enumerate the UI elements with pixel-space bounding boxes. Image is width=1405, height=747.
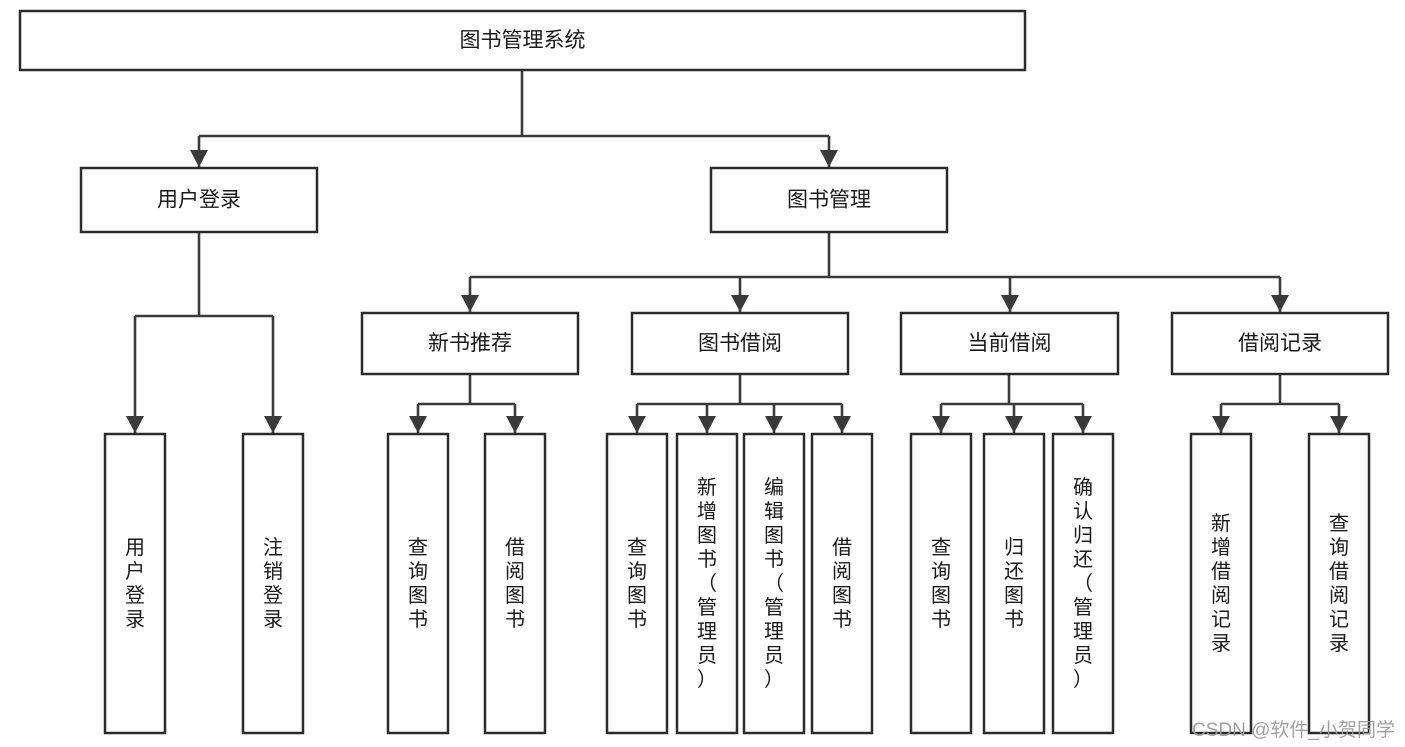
node-book-borrow[interactable]: 图书借阅 (630, 311, 850, 376)
node-leaf-query-book-3[interactable]: 查询图书 (909, 432, 973, 735)
node-label-leaf-add-record: 新增借阅记录 (1211, 512, 1231, 655)
arrow-head-icon-borrow-record (1271, 295, 1289, 312)
node-box-book-borrow[interactable] (630, 311, 850, 376)
node-box-leaf-add-book[interactable] (675, 432, 739, 735)
node-label-leaf-add-book: 新增图书（管理员） (697, 476, 717, 691)
node-label-current-borrow: 当前借阅 (968, 332, 1052, 355)
node-label-leaf-borrow-book-1: 借阅图书 (505, 536, 525, 631)
node-leaf-query-book-2[interactable]: 查询图书 (605, 432, 669, 735)
node-box-leaf-query-book-1[interactable] (386, 432, 450, 735)
node-label-borrow-record: 借阅记录 (1238, 332, 1322, 355)
node-leaf-user-login[interactable]: 用户登录 (103, 432, 167, 735)
node-box-leaf-query-book-3[interactable] (909, 432, 973, 735)
node-new-book-rec[interactable]: 新书推荐 (360, 311, 580, 376)
node-label-leaf-query-book-1: 查询图书 (408, 536, 428, 631)
node-leaf-confirm-return[interactable]: 确认归还（管理员） (1051, 432, 1115, 735)
arrow-head-icon-leaf-logout (264, 416, 282, 433)
arrow-head-icon-leaf-borrow-book-2 (833, 416, 851, 433)
node-label-leaf-edit-book: 编辑图书（管理员） (764, 476, 784, 691)
node-label-leaf-logout: 注销登录 (263, 536, 283, 631)
arrow-head-icon-new-book-rec (461, 295, 479, 312)
arrow-head-icon-leaf-add-book (698, 416, 716, 433)
node-box-leaf-borrow-book-2[interactable] (810, 432, 874, 735)
arrow-head-icon-current-borrow (1001, 295, 1019, 312)
arrow-head-icon-user-login (190, 150, 208, 167)
node-leaf-add-record[interactable]: 新增借阅记录 (1189, 432, 1253, 735)
node-label-leaf-query-record: 查询借阅记录 (1329, 512, 1349, 655)
watermark-text: CSDN @软件_小贺同学 (1192, 719, 1395, 741)
arrow-head-icon-leaf-query-book-2 (628, 416, 646, 433)
node-book-manage[interactable]: 图书管理 (709, 166, 949, 234)
arrow-head-icon-leaf-return-book (1005, 416, 1023, 433)
node-leaf-query-record[interactable]: 查询借阅记录 (1307, 432, 1371, 735)
arrow-head-icon-leaf-query-book-3 (932, 416, 950, 433)
node-leaf-query-book-1[interactable]: 查询图书 (386, 432, 450, 735)
arrow-head-icon-book-manage (820, 150, 838, 167)
node-box-new-book-rec[interactable] (360, 311, 580, 376)
arrow-head-icon-leaf-query-record (1330, 416, 1348, 433)
arrow-head-icon-leaf-query-book-1 (409, 416, 427, 433)
node-box-leaf-borrow-book-1[interactable] (483, 432, 547, 735)
node-label-new-book-rec: 新书推荐 (428, 332, 512, 355)
node-box-leaf-query-record[interactable] (1307, 432, 1371, 735)
node-borrow-record[interactable]: 借阅记录 (1170, 311, 1390, 376)
node-box-leaf-edit-book[interactable] (742, 432, 806, 735)
node-label-root: 图书管理系统 (460, 29, 586, 52)
node-box-leaf-user-login[interactable] (103, 432, 167, 735)
node-label-book-manage: 图书管理 (787, 189, 871, 212)
arrow-head-icon-leaf-confirm-return (1074, 416, 1092, 433)
node-box-leaf-logout[interactable] (241, 432, 305, 735)
node-user-login[interactable]: 用户登录 (79, 166, 319, 234)
node-leaf-logout[interactable]: 注销登录 (241, 432, 305, 735)
node-box-leaf-query-book-2[interactable] (605, 432, 669, 735)
arrow-head-icon-leaf-add-record (1212, 416, 1230, 433)
node-label-leaf-return-book: 归还图书 (1004, 536, 1024, 631)
node-leaf-borrow-book-1[interactable]: 借阅图书 (483, 432, 547, 735)
node-leaf-borrow-book-2[interactable]: 借阅图书 (810, 432, 874, 735)
node-box-leaf-confirm-return[interactable] (1051, 432, 1115, 735)
arrow-head-icon-leaf-borrow-book-1 (506, 416, 524, 433)
node-label-leaf-confirm-return: 确认归还（管理员） (1073, 476, 1093, 691)
node-box-leaf-return-book[interactable] (982, 432, 1046, 735)
node-label-user-login: 用户登录 (157, 189, 241, 212)
node-root[interactable]: 图书管理系统 (18, 9, 1027, 72)
node-box-book-manage[interactable] (709, 166, 949, 234)
node-label-leaf-query-book-2: 查询图书 (627, 536, 647, 631)
node-box-leaf-add-record[interactable] (1189, 432, 1253, 735)
node-leaf-add-book[interactable]: 新增图书（管理员） (675, 432, 739, 735)
node-label-leaf-user-login: 用户登录 (125, 537, 145, 631)
node-box-user-login[interactable] (79, 166, 319, 234)
node-leaf-return-book[interactable]: 归还图书 (982, 432, 1046, 735)
node-label-leaf-query-book-3: 查询图书 (931, 536, 951, 631)
arrow-head-icon-leaf-edit-book (765, 416, 783, 433)
node-label-leaf-borrow-book-2: 借阅图书 (832, 536, 852, 631)
node-label-book-borrow: 图书借阅 (698, 332, 782, 355)
node-leaf-edit-book[interactable]: 编辑图书（管理员） (742, 432, 806, 735)
node-box-borrow-record[interactable] (1170, 311, 1390, 376)
node-box-root[interactable] (18, 9, 1027, 72)
arrow-head-icon-leaf-user-login (126, 416, 144, 433)
node-current-borrow[interactable]: 当前借阅 (899, 311, 1120, 376)
arrow-head-icon-book-borrow (731, 295, 749, 312)
node-box-current-borrow[interactable] (899, 311, 1120, 376)
